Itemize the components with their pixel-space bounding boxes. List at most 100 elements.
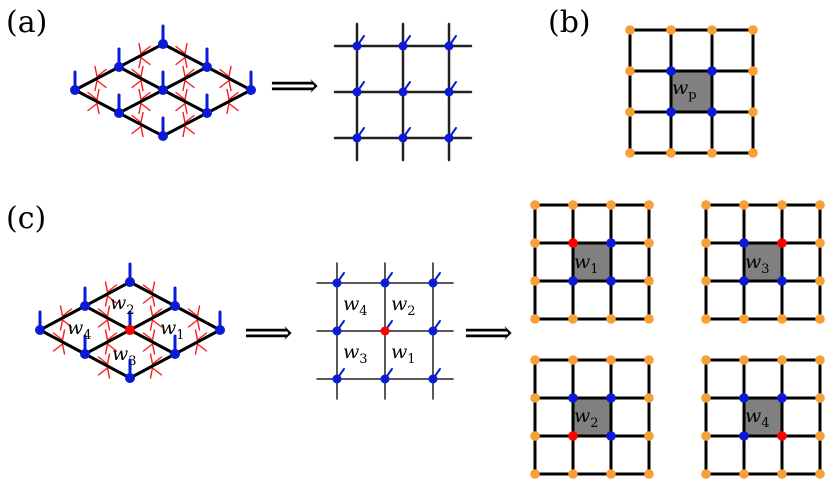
lattice-edge — [38, 328, 87, 356]
boundary-vertex — [606, 355, 616, 365]
boundary-vertex — [777, 314, 787, 324]
red-leg — [184, 42, 188, 55]
boundary-vertex — [530, 431, 540, 441]
lattice-edge — [83, 328, 132, 356]
lattice-edge — [161, 42, 209, 69]
boundary-vertex — [707, 25, 717, 35]
blue-vertex — [777, 276, 787, 286]
blue-vertex — [398, 87, 408, 97]
boundary-vertex — [701, 355, 711, 365]
red-leg — [140, 125, 144, 138]
boundary-vertex — [530, 238, 540, 248]
boundary-vertex — [815, 355, 825, 365]
red-leg — [106, 305, 111, 317]
red-leg — [140, 91, 151, 101]
red-leg — [151, 356, 163, 365]
red-leg — [59, 305, 64, 317]
red-leg — [182, 65, 186, 78]
boundary-vertex — [815, 200, 825, 210]
lattice-edge — [38, 304, 87, 332]
red-leg — [52, 332, 64, 341]
panel-c-rhombic-lattice — [35, 262, 225, 383]
blue-vertex — [707, 107, 717, 117]
red-leg — [196, 332, 208, 341]
boundary-vertex — [530, 355, 540, 365]
boundary-vertex — [530, 393, 540, 403]
red-leg — [104, 281, 109, 293]
red-leg — [151, 295, 156, 307]
red-leg — [228, 65, 232, 78]
grid-weight-w1: w1 — [391, 341, 416, 367]
lattice-weight-w4: w4 — [67, 317, 92, 343]
red-leg — [149, 305, 154, 317]
lattice-edge — [117, 111, 165, 138]
subgrid-br-label-w4: w4 — [745, 405, 770, 431]
boundary-vertex — [777, 355, 787, 365]
lattice-edge — [83, 352, 132, 380]
red-leg — [196, 305, 201, 317]
blue-vertex — [158, 39, 168, 49]
blue-vertex — [739, 431, 749, 441]
blue-vertex — [380, 374, 390, 384]
red-leg — [87, 91, 98, 101]
boundary-vertex — [815, 431, 825, 441]
boundary-vertex — [815, 314, 825, 324]
lattice-edge — [117, 42, 165, 69]
subgrid-tr-label-w3: w3 — [745, 251, 770, 277]
red-leg — [59, 319, 64, 331]
red-leg — [104, 295, 109, 307]
red-leg — [219, 79, 230, 89]
red-leg — [226, 88, 230, 101]
blue-vertex — [777, 393, 787, 403]
implies-arrow-c-2: ⟹ — [464, 313, 513, 353]
boundary-vertex — [625, 25, 635, 35]
red-leg — [61, 308, 73, 317]
blue-vertex — [428, 374, 438, 384]
lattice-edge — [161, 88, 209, 115]
blue-vertex — [125, 277, 135, 287]
blue-vertex — [246, 85, 256, 95]
boundary-vertex — [530, 200, 540, 210]
boundary-vertex — [666, 148, 676, 158]
subgrid-bl-label-w2: w2 — [574, 405, 599, 431]
blue-vertex — [739, 276, 749, 286]
red-leg — [140, 56, 151, 66]
subgrid-bottom-right — [701, 355, 825, 479]
shaded-plaquette — [744, 243, 782, 281]
boundary-vertex — [748, 25, 758, 35]
boundary-vertex — [644, 355, 654, 365]
red-leg — [131, 79, 142, 89]
lattice-weight-w1: w1 — [160, 317, 185, 343]
blue-vertex — [202, 62, 212, 72]
panel-c-label: (c) — [6, 201, 46, 236]
panel-a-label: (a) — [6, 5, 47, 40]
boundary-vertex — [701, 469, 711, 479]
blue-vertex — [606, 431, 616, 441]
boundary-vertex — [815, 393, 825, 403]
red-leg — [151, 308, 163, 317]
boundary-vertex — [701, 200, 711, 210]
red-leg — [138, 56, 142, 69]
lattice-edge — [73, 88, 121, 115]
red-leg — [151, 367, 163, 376]
boundary-vertex — [644, 469, 654, 479]
red-leg — [187, 308, 199, 317]
red-leg — [140, 65, 144, 78]
boundary-vertex — [739, 469, 749, 479]
red-leg — [106, 284, 118, 293]
boundary-vertex — [644, 200, 654, 210]
boundary-vertex — [568, 355, 578, 365]
red-leg — [138, 102, 142, 115]
panel-a-rhombic-lattice-edges — [73, 42, 253, 138]
blue-vertex — [398, 41, 408, 51]
boundary-vertex — [625, 148, 635, 158]
red-leg — [149, 367, 154, 379]
lattice-edge — [173, 304, 222, 332]
red-leg — [96, 102, 100, 115]
blue-vertex — [125, 373, 135, 383]
lattice-edge — [173, 328, 222, 356]
red-leg — [149, 319, 154, 331]
blue-vertex — [170, 349, 180, 359]
red-leg — [182, 79, 186, 92]
